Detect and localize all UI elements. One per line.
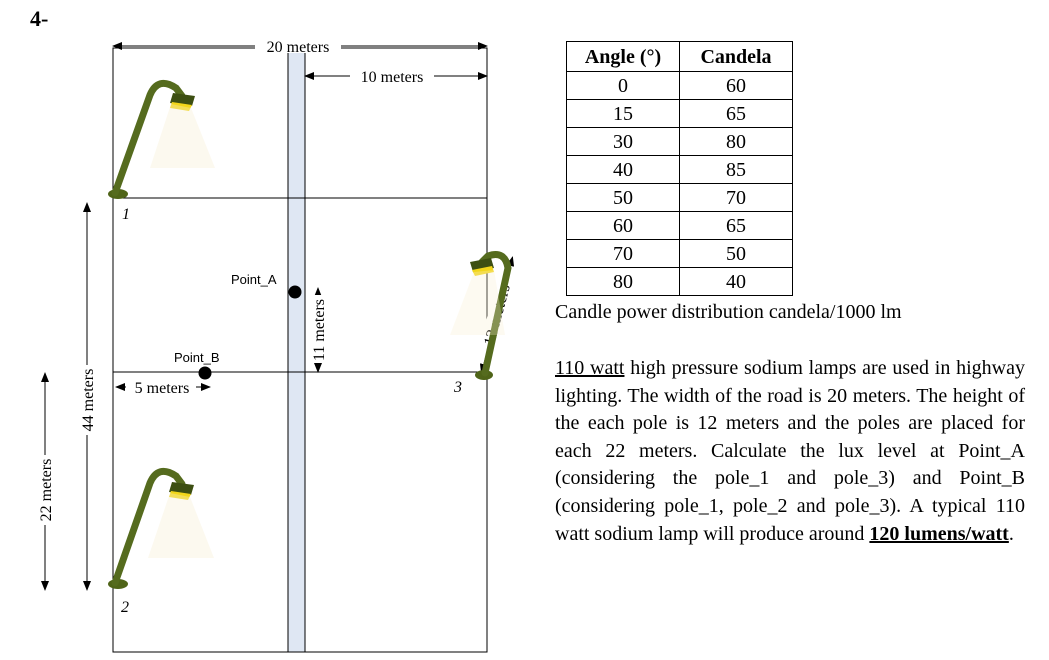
pole-3-label: 3 <box>453 379 462 396</box>
problem-statement: 110 watt high pressure sodium lamps are … <box>555 355 1025 548</box>
pole-1-label: 1 <box>122 206 130 223</box>
candela-cell: 85 <box>679 155 793 184</box>
candela-cell: 65 <box>679 211 793 240</box>
table-header-angle: Angle (°) <box>566 41 680 72</box>
question-number: 4- <box>30 6 49 31</box>
point-b-label: Point_B <box>174 350 220 365</box>
street-lamp-pole-1-icon <box>108 79 215 199</box>
road-lighting-diagram: 20 meters 10 meters 44 meters 22 meters … <box>36 37 515 653</box>
candela-cell: 60 <box>679 71 793 100</box>
offset-5-label: 5 meters <box>135 380 190 397</box>
angle-cell: 15 <box>566 99 680 128</box>
candela-cell: 65 <box>679 99 793 128</box>
lumens-per-watt: 120 lumens/watt <box>869 522 1009 545</box>
half-width-label: 10 meters <box>361 69 424 86</box>
table-header-candela: Candela <box>679 41 793 72</box>
candela-cell: 70 <box>679 183 793 212</box>
angle-cell: 70 <box>566 239 680 268</box>
angle-cell: 50 <box>566 183 680 212</box>
candela-cell: 40 <box>679 267 793 296</box>
angle-cell: 0 <box>566 71 680 100</box>
point-a-marker <box>288 285 302 299</box>
street-lamp-pole-3-icon <box>450 251 512 380</box>
spacing-44-label: 44 meters <box>80 369 97 432</box>
angle-cell: 60 <box>566 211 680 240</box>
point-b-marker <box>198 366 212 380</box>
candela-cell: 80 <box>679 127 793 156</box>
pole-2-label: 2 <box>121 599 129 616</box>
vertical-11-label: 11 meters <box>311 299 328 361</box>
angle-cell: 40 <box>566 155 680 184</box>
lamp-wattage: 110 watt <box>555 357 625 379</box>
road-width-label: 20 meters <box>267 39 330 56</box>
street-lamp-pole-2-icon <box>108 467 214 589</box>
angle-cell: 30 <box>566 127 680 156</box>
spacing-22-label: 22 meters <box>38 459 55 522</box>
problem-text: high pressure sodium lamps are used in h… <box>555 357 1025 545</box>
median-strip <box>287 47 306 653</box>
problem-end: . <box>1008 522 1014 545</box>
candela-cell: 50 <box>679 239 793 268</box>
angle-cell: 80 <box>566 267 680 296</box>
table-caption: Candle power distribution candela/1000 l… <box>555 301 902 323</box>
point-a-label: Point_A <box>231 272 277 287</box>
